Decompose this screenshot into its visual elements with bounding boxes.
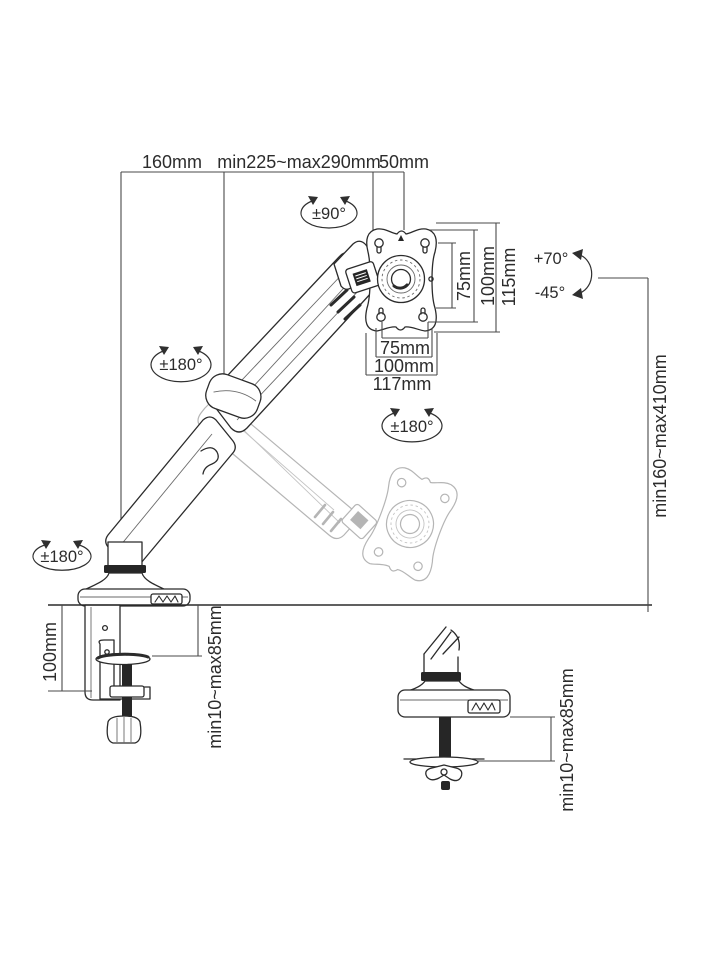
rotation-arc-elbow (150, 346, 212, 383)
label-vesa-75-horizontal: 75mm (380, 338, 430, 358)
label-clamp-height: 100mm (40, 622, 60, 682)
label-base-swivel: ±180° (40, 548, 83, 566)
cable-clip (150, 593, 183, 605)
vesa-keyhole (376, 312, 386, 322)
vesa-keyhole (418, 312, 428, 322)
label-head-swivel: ±180° (390, 418, 433, 436)
label-vesa-117-horizontal: 117mm (373, 374, 432, 394)
base-bell (83, 572, 167, 591)
grommet-mount (397, 626, 511, 790)
vesa-keyhole (420, 238, 430, 248)
ghost-vesa-plate (362, 467, 458, 582)
label-head-offset: 50mm (379, 152, 429, 172)
vesa-dimension-lines (365, 222, 500, 376)
label-arm-extension: min225~max290mm (217, 152, 381, 172)
grommet-bolt (439, 717, 451, 759)
rotation-arc-base (32, 540, 92, 571)
clamp-dimension-lines (48, 605, 202, 692)
base-riser (107, 541, 143, 567)
grommet-ring (421, 672, 461, 681)
label-clamp-thickness: min10~max85mm (205, 605, 225, 749)
label-grommet-thickness: min10~max85mm (557, 668, 577, 812)
wing-nut (425, 764, 463, 782)
label-tilt-down: -45° (535, 284, 565, 302)
grommet-washer (409, 756, 479, 768)
rotation-arc-head (381, 408, 443, 443)
grommet-dimension-lines (478, 716, 555, 762)
desk-clamp (84, 604, 151, 744)
riser-ring (104, 565, 146, 573)
label-vesa-rotation: ±90° (312, 205, 346, 223)
label-vesa-75-vertical: 75mm (454, 251, 474, 301)
cable-hook (200, 447, 219, 475)
tilt-arc (572, 249, 593, 299)
label-vesa-100-vertical: 100mm (478, 246, 498, 306)
ghost-wrist-joint (341, 503, 378, 540)
label-vesa-115-vertical: 115mm (499, 248, 519, 307)
label-tilt-up: +70° (534, 250, 569, 268)
label-elbow-swivel: ±180° (159, 356, 202, 374)
up-mark (398, 235, 404, 241)
clamp-screw (122, 664, 132, 690)
elbow-joint (205, 373, 262, 419)
arm-structure (48, 228, 652, 790)
height-range-dimension (598, 277, 649, 612)
top-dimension-lines (120, 171, 405, 552)
quick-release-latch (345, 261, 381, 294)
label-height-range: min160~max410mm (650, 354, 670, 518)
vesa-hub (376, 254, 426, 304)
label-base-to-elbow: 160mm (142, 152, 202, 172)
vesa-keyhole (374, 238, 384, 248)
rotation-arc-vesa (300, 196, 358, 229)
label-vesa-100-horizontal: 100mm (374, 356, 434, 376)
